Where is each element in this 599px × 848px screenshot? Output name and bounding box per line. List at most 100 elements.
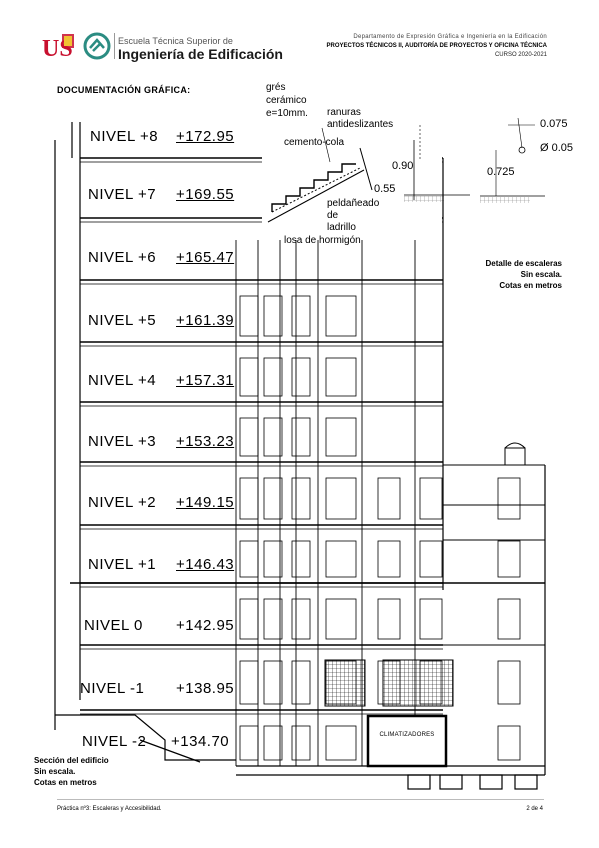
school-logo-icon — [83, 32, 111, 60]
level-elevation: +138.95 — [176, 680, 235, 697]
course-name: PROYECTOS TÉCNICOS II, AUDITORÍA DE PROY… — [326, 43, 547, 49]
window — [291, 417, 311, 457]
level-elevation: +149.15 — [176, 494, 235, 511]
climatizadores-box — [366, 714, 448, 768]
window — [263, 357, 283, 397]
window — [239, 725, 259, 761]
window — [239, 417, 259, 457]
level-elevation: +165.47 — [176, 249, 235, 266]
level-name: NIVEL +8 — [90, 128, 159, 145]
window — [325, 417, 357, 457]
window — [263, 598, 283, 640]
label-peldanado: peldañeado — [327, 198, 380, 209]
window — [325, 598, 357, 640]
label-gres: grés — [266, 82, 286, 93]
window — [325, 477, 357, 520]
window — [291, 477, 311, 520]
section-caption: Sección del edificio Sin escala. Cotas e… — [34, 755, 109, 788]
caption-line: Sección del edificio — [34, 756, 109, 765]
window — [263, 660, 283, 705]
window — [263, 540, 283, 578]
building-outline — [54, 122, 546, 775]
divider — [114, 33, 115, 59]
dim-005: Ø 0.05 — [540, 142, 574, 154]
level-elevation: +161.39 — [176, 312, 235, 329]
window — [263, 417, 283, 457]
level-name: NIVEL -1 — [80, 680, 145, 697]
level-name: NIVEL +1 — [88, 556, 157, 573]
label-ranuras: ranuras — [327, 107, 361, 118]
dim-0075: 0.075 — [540, 118, 568, 130]
document-title: DOCUMENTACIÓN GRÁFICA: — [57, 85, 191, 95]
level-elevation: +157.31 — [176, 372, 235, 389]
label-ladrillo: ladrillo — [327, 222, 356, 233]
foundation — [55, 714, 545, 790]
window — [497, 660, 521, 705]
windows — [239, 295, 521, 761]
window — [291, 598, 311, 640]
window — [325, 540, 357, 578]
footer-divider — [57, 799, 544, 800]
window — [239, 660, 259, 705]
level-elevation: +169.55 — [176, 186, 235, 203]
dim-0725: 0.725 — [487, 166, 515, 178]
level-name: NIVEL +5 — [88, 312, 157, 329]
window — [239, 295, 259, 337]
label-espesor: e=10mm. — [266, 108, 308, 119]
window — [291, 295, 311, 337]
window — [291, 725, 311, 761]
window — [325, 725, 357, 761]
footer-practice: Práctica nº3: Escaleras y Accesibilidad. — [57, 806, 162, 812]
window — [377, 540, 401, 578]
level-name: NIVEL +7 — [88, 186, 157, 203]
right-wing — [443, 442, 545, 646]
caption-line: Cotas en metros — [499, 281, 562, 290]
school-name: Ingeniería de Edificación — [118, 46, 283, 62]
school-name-small: Escuela Técnica Superior de — [118, 36, 233, 46]
window — [419, 598, 443, 640]
level-name: NIVEL -2 — [82, 733, 147, 750]
label-cemento: cemento-cola — [284, 137, 345, 148]
level-name: NIVEL +2 — [88, 494, 157, 511]
window — [263, 725, 283, 761]
label-de: de — [327, 210, 339, 221]
window — [325, 295, 357, 337]
window — [263, 295, 283, 337]
window — [239, 477, 259, 520]
window — [239, 357, 259, 397]
window — [419, 477, 443, 520]
level-elevation: +142.95 — [176, 617, 235, 634]
window — [497, 477, 521, 520]
page-number: 2 de 4 — [526, 806, 543, 812]
level-elevation: +134.70 — [171, 733, 230, 750]
hatched-zone — [324, 659, 454, 707]
caption-line: Cotas en metros — [34, 778, 97, 787]
window — [291, 660, 311, 705]
window — [325, 357, 357, 397]
university-logo: US — [40, 30, 80, 62]
level-name: NIVEL 0 — [84, 617, 143, 634]
window — [291, 540, 311, 578]
window — [291, 357, 311, 397]
level-elevation: +146.43 — [176, 556, 235, 573]
window — [263, 477, 283, 520]
level-name: NIVEL +3 — [88, 433, 157, 450]
level-elevation: +153.23 — [176, 433, 235, 450]
stair-detail — [262, 100, 545, 240]
stair-ground-hatch — [404, 196, 530, 203]
level-name: NIVEL +6 — [88, 249, 157, 266]
window — [377, 477, 401, 520]
department-name: Departamento de Expresión Gráfica e Inge… — [353, 34, 547, 40]
academic-year: CURSO 2020-2021 — [494, 52, 547, 58]
window — [419, 540, 443, 578]
label-losa: losa de hormigón — [284, 235, 361, 246]
caption-line: Sin escala. — [520, 270, 562, 279]
window — [377, 598, 401, 640]
dim-090: 0.90 — [392, 160, 414, 172]
stair-detail-caption: Detalle de escaleras Sin escala. Cotas e… — [470, 258, 563, 291]
window — [497, 598, 521, 640]
climatizadores-label: CLIMATIZADORES — [379, 732, 435, 738]
dim-055: 0.55 — [374, 183, 396, 195]
window — [239, 598, 259, 640]
